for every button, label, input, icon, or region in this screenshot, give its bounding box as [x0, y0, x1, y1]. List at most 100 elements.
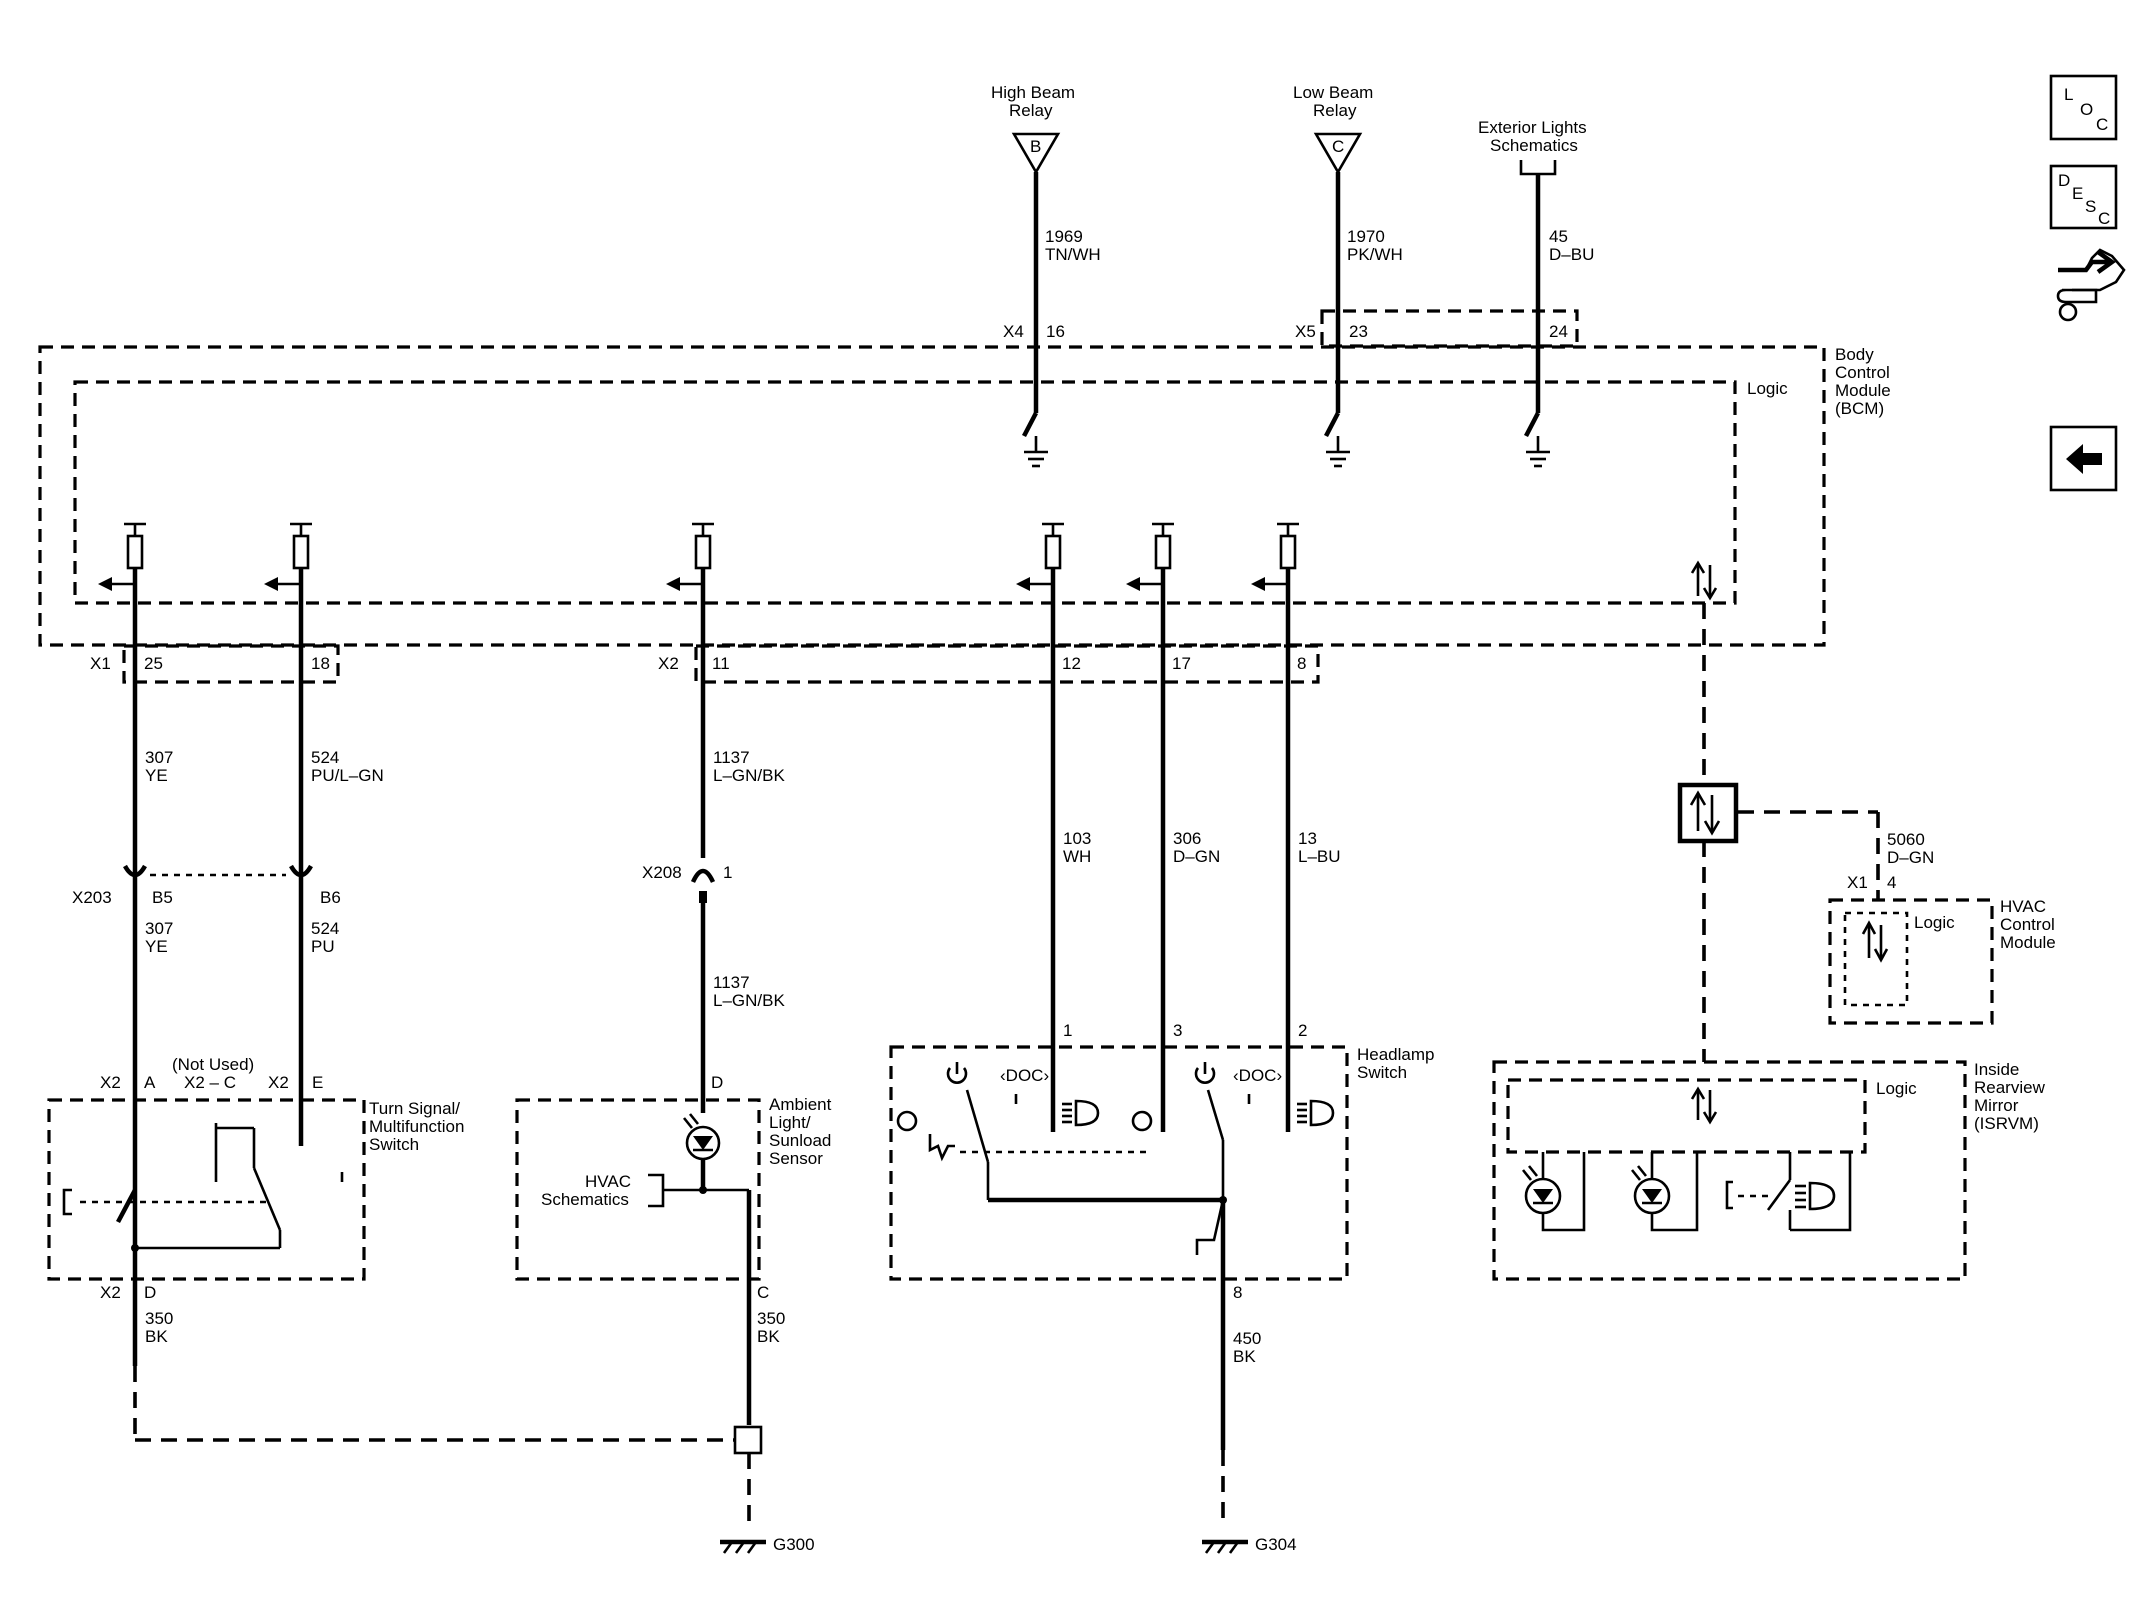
loc-char-c: C — [2096, 115, 2108, 134]
loc-char-o: O — [2080, 100, 2093, 119]
headlamp-icon — [1062, 1099, 1100, 1127]
bidirectional-arrow-icon — [1861, 920, 1889, 963]
wire-524b-color: PU — [311, 937, 335, 956]
wire-45-circuit: 45 — [1549, 227, 1568, 246]
bcm-inputs — [98, 522, 1299, 1366]
headlamp-pin-8: 8 — [1233, 1283, 1242, 1302]
wire-1970-color: PK/WH — [1347, 245, 1403, 264]
wire-13-circuit: 13 — [1298, 829, 1317, 848]
wire-450-color: BK — [1233, 1347, 1256, 1366]
loc-char-l: L — [2064, 85, 2073, 104]
desc-char-d: D — [2058, 171, 2070, 190]
x203-pin-b5: B5 — [152, 888, 173, 907]
isrvm-name3: Mirror — [1974, 1096, 2019, 1115]
ambient-name3: Sunload — [769, 1131, 831, 1150]
hvac-name2: Control — [2000, 915, 2055, 934]
hvac-pin-4: 4 — [1887, 873, 1896, 892]
wire-307b-color: YE — [145, 937, 168, 956]
turn-switch-x2-c: X2 – C — [184, 1073, 236, 1092]
high-beam-relay: High Beam Relay B 1969 TN/WH X4 16 — [991, 83, 1101, 468]
isrvm-logic-label: Logic — [1876, 1079, 1917, 1098]
turn-switch-x2-d: X2 — [100, 1283, 121, 1302]
headlamp-pin-1: 1 — [1063, 1021, 1072, 1040]
parking-lamp-icon: ‹DOC› — [1000, 1066, 1049, 1085]
pin-18: 18 — [311, 654, 330, 673]
photodiode-icon — [1630, 1165, 1671, 1215]
bcm-title-line3: Module — [1835, 381, 1891, 400]
wire-450-circuit: 450 — [1233, 1329, 1261, 1348]
connector-x4: X4 — [1003, 322, 1024, 341]
high-beam-relay-name1: High Beam — [991, 83, 1075, 102]
wire-307-circuit: 307 — [145, 748, 173, 767]
turn-switch-pin-e: E — [312, 1073, 323, 1092]
serial-data-bus: 5060 D–GN — [1677, 560, 1934, 1062]
ground-g304: G304 — [1202, 1450, 1297, 1554]
pin-16: 16 — [1046, 322, 1065, 341]
desc-button[interactable]: D E S C — [2049, 164, 2118, 230]
turn-switch-name2: Multifunction — [369, 1117, 464, 1136]
photodiode-icon — [1521, 1165, 1562, 1215]
wire-5060-color: D–GN — [1887, 848, 1934, 867]
ground-g300-label: G300 — [773, 1535, 815, 1554]
pin-12: 12 — [1062, 654, 1081, 673]
bcm-input-25 — [98, 522, 146, 1366]
turn-switch-name3: Switch — [369, 1135, 419, 1154]
connector-x1: X1 — [90, 654, 111, 673]
headlamp-name2: Switch — [1357, 1063, 1407, 1082]
x203-label: X203 — [72, 888, 112, 907]
ambient-hvac-1: HVAC — [585, 1172, 631, 1191]
hvac-x1-label: X1 — [1847, 873, 1868, 892]
isrvm-name4: (ISRVM) — [1974, 1114, 2039, 1133]
high-beam-relay-letter: B — [1030, 137, 1041, 156]
exterior-lights-name2: Schematics — [1490, 136, 1578, 155]
bcm-title-line2: Control — [1835, 363, 1890, 382]
bidirectional-arrow-icon — [1690, 1086, 1718, 1125]
ground-g300: G300 — [133, 1366, 815, 1554]
bcm-input-8 — [1251, 522, 1299, 1132]
pin-24: 24 — [1549, 322, 1568, 341]
ambient-pin-d: D — [711, 1073, 723, 1092]
wire-5060-circuit: 5060 — [1887, 830, 1925, 849]
headlamp-switch: Headlamp Switch 1 3 2 ‹DOC› ‹DOC› — [889, 1021, 1435, 1302]
bcm-input-17 — [1126, 522, 1174, 1132]
wire-350b-circuit: 350 — [757, 1309, 785, 1328]
desc-char-e: E — [2072, 184, 2083, 203]
wire-1137b-color: L–GN/BK — [713, 991, 785, 1010]
wire-307b-circuit: 307 — [145, 919, 173, 938]
power-icon — [1194, 1062, 1216, 1084]
wire-1137b-circuit: 1137 — [713, 973, 750, 992]
pin-11: 11 — [712, 654, 730, 673]
parking-lamp-icon: ‹DOC› — [1233, 1066, 1282, 1085]
x208-connector: X208 1 — [642, 863, 732, 1113]
connector-tool-icon[interactable] — [2056, 248, 2126, 322]
exterior-lights-ref: Exterior Lights Schematics 45 D–BU 24 — [1478, 118, 1594, 468]
photodiode-icon — [682, 1113, 721, 1161]
wire-350b-color: BK — [757, 1327, 780, 1346]
ambient-pin-c: C — [757, 1283, 769, 1302]
headlamp-icon — [1795, 1181, 1836, 1211]
hvac-control-module: Logic X1 4 HVAC Control Module — [1828, 873, 2056, 1025]
x203-pin-b6: B6 — [320, 888, 341, 907]
wire-524b-circuit: 524 — [311, 919, 339, 938]
bcm-input-11 — [666, 522, 714, 858]
pin-25: 25 — [144, 654, 163, 673]
loc-button[interactable]: L O C — [2049, 74, 2118, 141]
desc-char-c: C — [2098, 209, 2110, 228]
connector-x2: X2 — [658, 654, 679, 673]
isrvm-name1: Inside — [1974, 1060, 2019, 1079]
headlamp-pin-3: 3 — [1173, 1021, 1182, 1040]
low-beam-relay-name2: Relay — [1313, 101, 1357, 120]
svg-text:‹DOC›: ‹DOC› — [1000, 1066, 1049, 1085]
turn-switch-name1: Turn Signal/ — [369, 1099, 460, 1118]
desc-char-s: S — [2085, 197, 2096, 216]
back-button[interactable] — [2049, 425, 2118, 492]
wire-306-circuit: 306 — [1173, 829, 1201, 848]
ambient-light-sensor: Ambient Light/ Sunload Sensor D HVAC Sch… — [515, 1073, 832, 1302]
bcm-title-line1: Body — [1835, 345, 1874, 364]
wire-103-color: WH — [1063, 847, 1091, 866]
turn-signal-switch: Turn Signal/ Multifunction Switch (Not U… — [47, 1055, 464, 1302]
wire-13-color: L–BU — [1298, 847, 1341, 866]
high-beam-relay-name2: Relay — [1009, 101, 1053, 120]
pin-17: 17 — [1172, 654, 1191, 673]
